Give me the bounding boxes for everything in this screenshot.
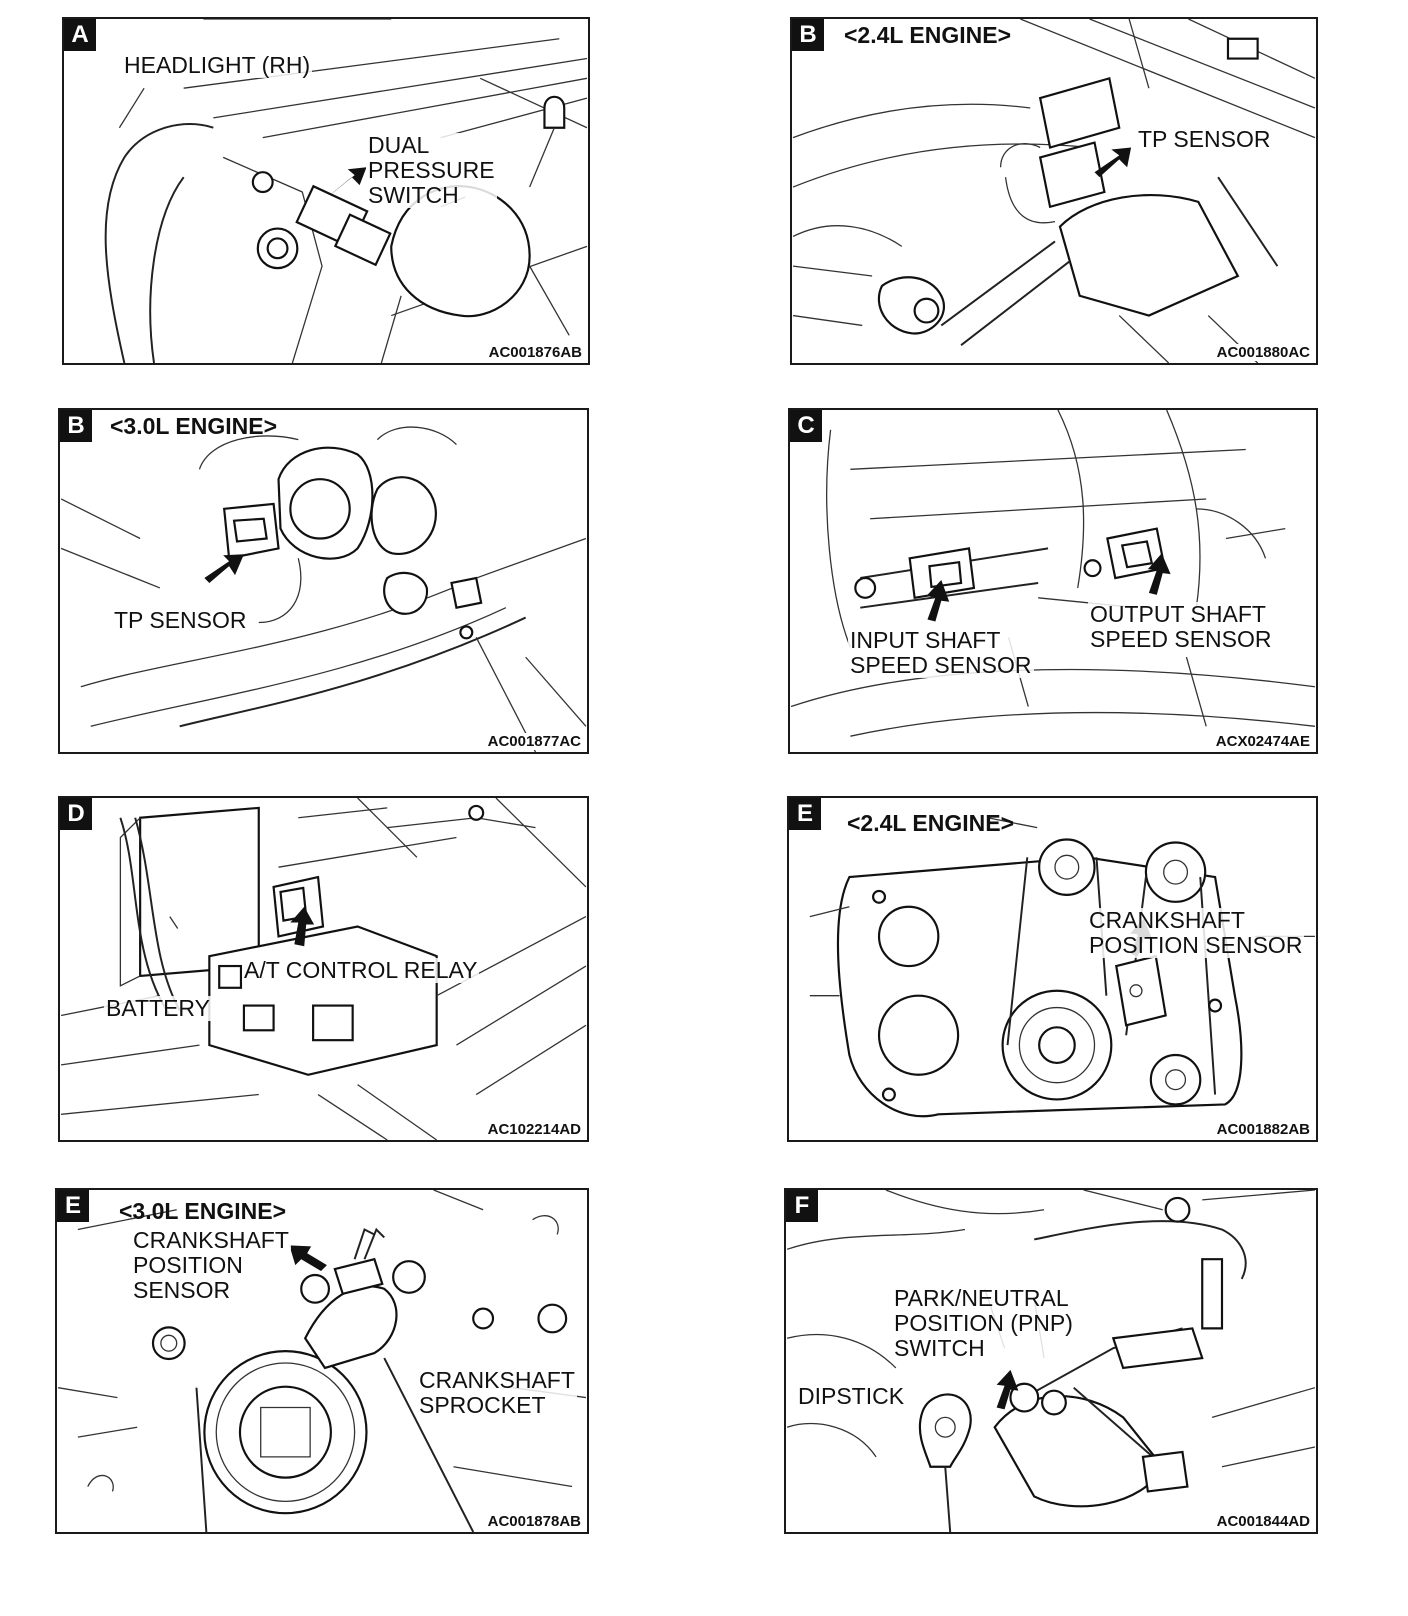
tp-sensor-24l-illustration xyxy=(792,19,1316,363)
headlight-label: HEADLIGHT (RH) xyxy=(122,52,313,78)
panel-e-30l: E <3.0L ENGINE> CRANKSHAFT POSITION SENS… xyxy=(55,1188,589,1534)
figure-code: AC001880AC xyxy=(1214,344,1312,361)
output-shaft-speed-sensor-label: OUTPUT SHAFT SPEED SENSOR xyxy=(1088,601,1274,652)
tp-sensor-30l-illustration xyxy=(60,426,587,752)
panel-c: C INPUT SHAFT SPEED SENSOR OUTPUT SHAFT … xyxy=(788,408,1318,754)
at-control-relay-label: A/T CONTROL RELAY xyxy=(242,957,480,983)
panel-letter: E xyxy=(57,1190,89,1222)
panel-letter: B xyxy=(792,19,824,51)
crankshaft-position-sensor-24l-illustration xyxy=(809,817,1315,1118)
figure-code: AC001878AB xyxy=(485,1513,583,1530)
dual-pressure-switch-label: DUAL PRESSURE SWITCH xyxy=(366,132,497,208)
crankshaft-position-sensor-30l-illustration xyxy=(57,1190,586,1532)
pnp-switch-label: PARK/NEUTRAL POSITION (PNP) SWITCH xyxy=(892,1285,1075,1361)
panel-d: D A/T CONTROL RELAY BATTERY AC102214AD xyxy=(58,796,589,1142)
battery-label: BATTERY xyxy=(104,995,212,1021)
dual-pressure-switch-illustration xyxy=(104,19,588,363)
figure-code: ACX02474AE xyxy=(1213,733,1312,750)
dipstick-label: DIPSTICK xyxy=(796,1383,907,1409)
crankshaft-position-sensor-label: CRANKSHAFT POSITION SENSOR xyxy=(1087,907,1305,958)
panel-letter: A xyxy=(64,19,96,51)
panel-letter: B xyxy=(60,410,92,442)
figure-code: AC001844AD xyxy=(1214,1513,1312,1530)
panel-e-24l: E <2.4L ENGINE> CRANKSHAFT POSITION SENS… xyxy=(787,796,1318,1142)
panel-b-30l: B <3.0L ENGINE> TP SENSOR AC001877AC xyxy=(58,408,589,754)
panel-f: F PARK/NEUTRAL POSITION (PNP) SWITCH DIP… xyxy=(784,1188,1318,1534)
engine-variant-label: <3.0L ENGINE> xyxy=(119,1198,287,1224)
panel-letter: F xyxy=(786,1190,818,1222)
tp-sensor-label: TP SENSOR xyxy=(1136,126,1273,152)
figure-code: AC001877AC xyxy=(485,733,583,750)
input-shaft-speed-sensor-label: INPUT SHAFT SPEED SENSOR xyxy=(848,627,1034,678)
engine-variant-label: <2.4L ENGINE> xyxy=(847,810,1015,836)
shaft-speed-sensors-illustration xyxy=(790,410,1316,737)
engine-variant-label: <3.0L ENGINE> xyxy=(110,413,278,439)
figure-code: AC102214AD xyxy=(485,1121,583,1138)
panel-b-24l: B <2.4L ENGINE> TP SENSOR AC001880AC xyxy=(790,17,1318,365)
figure-code: AC001882AB xyxy=(1214,1121,1312,1138)
panel-letter: D xyxy=(60,798,92,830)
crankshaft-sprocket-label: CRANKSHAFT SPROCKET xyxy=(417,1367,577,1418)
panel-a: A HEADLIGHT (RH) DUAL PRESSURE SWITCH AC… xyxy=(62,17,590,365)
panel-letter: C xyxy=(790,410,822,442)
pnp-switch-illustration xyxy=(786,1190,1316,1532)
tp-sensor-label: TP SENSOR xyxy=(112,607,249,633)
crankshaft-position-sensor-label: CRANKSHAFT POSITION SENSOR xyxy=(131,1227,291,1303)
panel-letter: E xyxy=(789,798,821,830)
figure-code: AC001876AB xyxy=(486,344,584,361)
engine-variant-label: <2.4L ENGINE> xyxy=(844,22,1012,48)
